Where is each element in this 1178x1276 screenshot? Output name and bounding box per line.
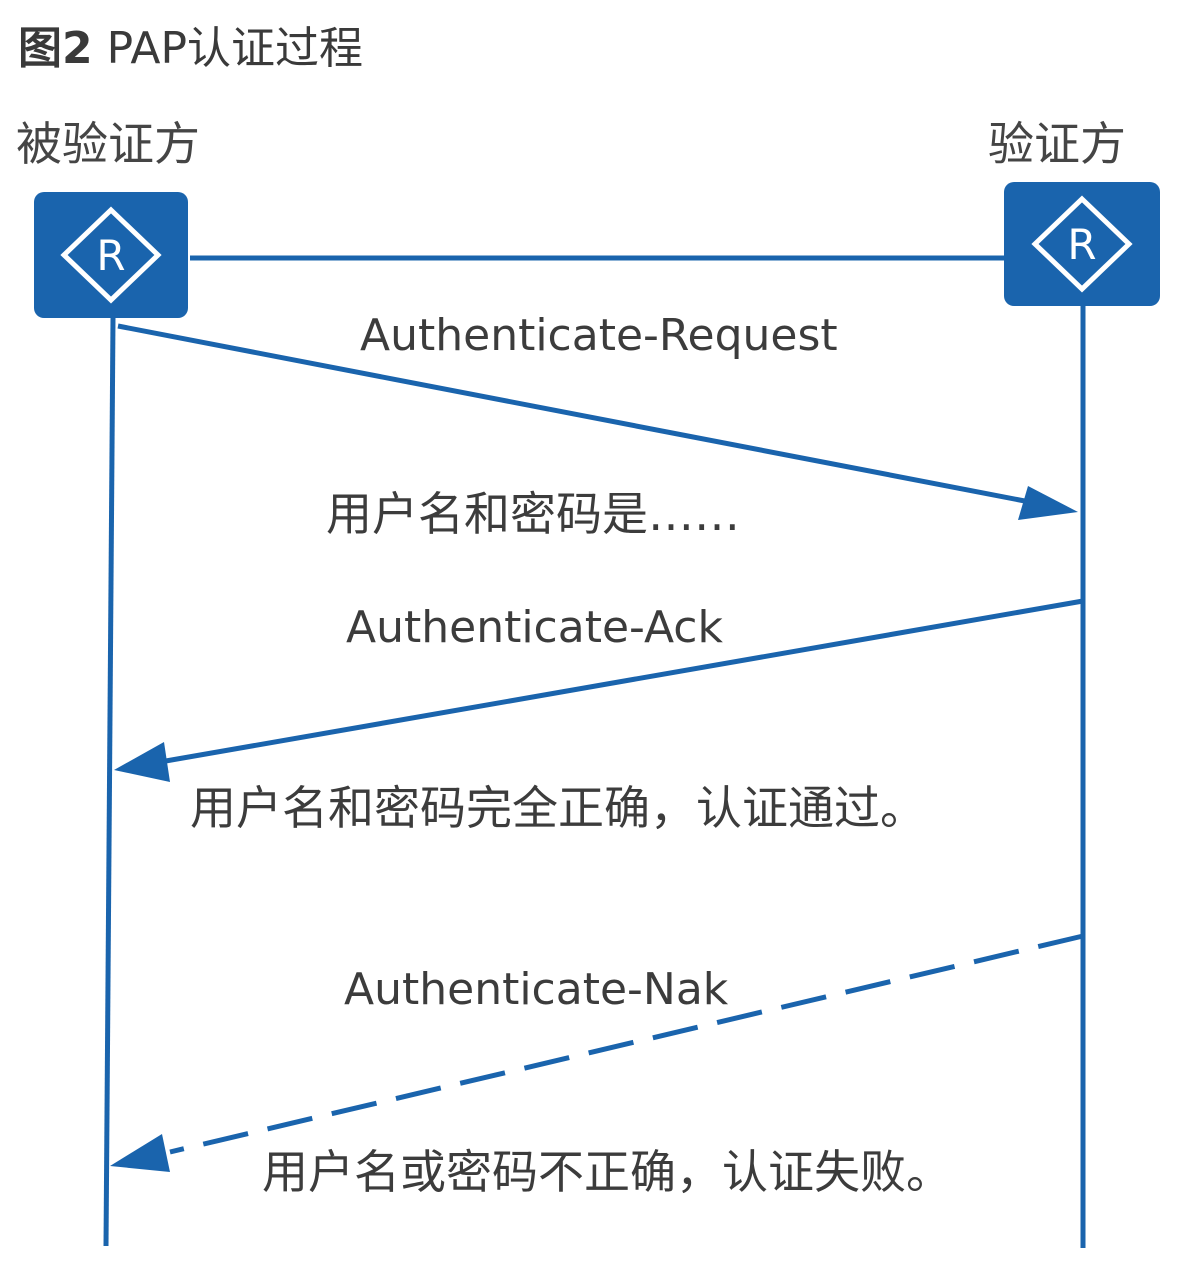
router-letter: R	[1067, 220, 1096, 269]
message-label-nak: Authenticate-Nak	[344, 964, 729, 1015]
router-icon-svg: R	[60, 206, 162, 304]
figure-title-text: PAP认证过程	[106, 23, 363, 74]
party-label-left: 被验证方	[16, 117, 200, 171]
figure-title: 图2 PAP认证过程	[18, 12, 363, 76]
router-icon: R	[34, 192, 188, 318]
arrow-nak-head	[110, 1134, 170, 1172]
router-icon: R	[1004, 182, 1160, 306]
message-label-request: Authenticate-Request	[360, 310, 838, 361]
message-note-nak: 用户名或密码不正确，认证失败。	[262, 1145, 952, 1199]
router-icon-svg: R	[1031, 195, 1133, 293]
message-label-ack: Authenticate-Ack	[346, 602, 723, 653]
arrow-nak-line	[169, 933, 1084, 1155]
arrow-request-head	[1018, 486, 1078, 520]
arrow-ack-line	[159, 598, 1084, 765]
message-note-request: 用户名和密码是……	[326, 487, 740, 541]
arrow-ack-head	[114, 742, 170, 782]
message-note-ack: 用户名和密码完全正确，认证通过。	[190, 781, 926, 835]
party-label-right: 验证方	[988, 117, 1126, 171]
figure-label: 图2	[18, 23, 93, 74]
arrow-request-line	[117, 323, 1031, 505]
lifeline-left	[103, 317, 116, 1247]
router-letter: R	[96, 231, 125, 280]
